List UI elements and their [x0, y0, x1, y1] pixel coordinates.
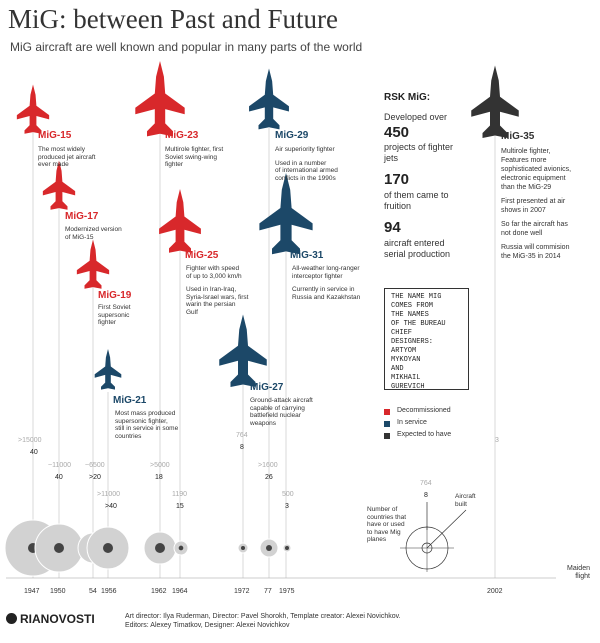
- countries-count-mig-15: 40: [30, 449, 38, 456]
- rsk-developed-label: Developed over: [384, 112, 448, 122]
- production-center-mig-31: [285, 546, 289, 550]
- built-count-mig-29: >1600: [258, 462, 278, 469]
- jet-silhouette-icon-mig-15: [16, 84, 50, 134]
- key-graphic: [400, 502, 467, 572]
- aircraft-name-mig-31: MiG-31: [290, 250, 324, 261]
- countries-count-mig-27: 8: [240, 444, 244, 451]
- jet-silhouette-icon-mig-21: [94, 349, 122, 390]
- production-center-mig-27: [241, 546, 245, 550]
- aircraft-name-mig-25: MiG-25: [185, 250, 219, 261]
- countries-count-mig-17: 40: [55, 474, 63, 481]
- production-center-mig-17: [54, 543, 64, 553]
- aircraft-name-mig-17: MiG-17: [65, 211, 99, 222]
- jet-silhouette-icon-mig-27: [219, 314, 267, 387]
- aircraft-name-mig-23: MiG-23: [165, 130, 199, 141]
- legend-swatch-expected: [384, 433, 390, 439]
- built-count-mig-25: 1190: [172, 491, 188, 498]
- logo-dot-icon: [6, 613, 17, 624]
- page-title: MiG: between Past and Future: [8, 4, 338, 34]
- jet-silhouette-icon-mig-29: [249, 68, 289, 130]
- built-count-mig-19: ~6500: [85, 462, 105, 469]
- year-mig-23: 1962: [151, 588, 167, 595]
- legend-swatch-decommissioned: [384, 409, 390, 415]
- countries-count-mig-21: >40: [105, 503, 117, 510]
- year-mig-25: 1964: [172, 588, 188, 595]
- countries-count-mig-19: >20: [89, 474, 101, 481]
- year-mig-29: 77: [264, 588, 272, 595]
- legend-swatch-in-service: [384, 421, 390, 427]
- year-mig-35: 2002: [487, 588, 503, 595]
- year-mig-15: 1947: [24, 588, 40, 595]
- jet-silhouette-icon-mig-31: [259, 173, 313, 255]
- credits: Art director: Ilya Ruderman, Director: P…: [125, 613, 401, 629]
- built-count-mig-23: >5000: [150, 462, 170, 469]
- year-mig-21: 1956: [101, 588, 117, 595]
- production-bubbles: [4, 519, 292, 577]
- countries-count-mig-31: 3: [285, 503, 289, 510]
- year-mig-17: 1950: [50, 588, 66, 595]
- jet-silhouette-icon-mig-19: [76, 239, 110, 289]
- production-center-mig-21: [103, 543, 113, 553]
- built-count-mig-35: 3: [495, 437, 499, 444]
- built-count-mig-31: 500: [282, 491, 294, 498]
- jet-silhouette-icon-mig-23: [135, 61, 185, 137]
- jet-silhouette-icon-mig-35: [471, 65, 519, 138]
- aircraft-name-mig-27: MiG-27: [250, 382, 284, 393]
- aircraft-name-mig-29: MiG-29: [275, 130, 309, 141]
- built-count-mig-27: 764: [236, 432, 248, 439]
- aircraft-name-mig-35: MiG-35: [501, 131, 535, 142]
- rsk-projects-value: 450: [384, 124, 410, 141]
- key-built-value: 764: [420, 480, 432, 487]
- year-mig-31: 1975: [279, 588, 295, 595]
- legend-label-expected: Expected to have: [397, 431, 452, 438]
- countries-count-mig-23: 18: [155, 474, 163, 481]
- key-countries-value: 8: [424, 492, 428, 499]
- year-mig-27: 1972: [234, 588, 250, 595]
- built-count-mig-21: >11000: [97, 491, 121, 498]
- built-count-mig-17: ~11000: [48, 462, 72, 469]
- production-center-mig-23: [155, 543, 165, 553]
- page-subtitle: MiG aircraft are well known and popular …: [10, 40, 363, 54]
- year-lines: [32, 128, 496, 578]
- ria-novosti-logo: RIANOVOSTI: [6, 612, 95, 626]
- legend-label-in-service: In service: [397, 419, 427, 426]
- production-center-mig-29: [266, 545, 272, 551]
- rsk-serial-value: 94: [384, 219, 401, 236]
- aircraft-name-mig-21: MiG-21: [113, 395, 147, 406]
- countries-count-mig-29: 26: [265, 474, 273, 481]
- rsk-fruition-value: 170: [384, 171, 410, 188]
- year-mig-19: 54: [89, 588, 97, 595]
- countries-count-mig-25: 15: [176, 503, 184, 510]
- jet-silhouette-icon-mig-25: [159, 189, 201, 253]
- aircraft-name-mig-19: MiG-19: [98, 290, 132, 301]
- legend-label-decommissioned: Decommissioned: [397, 407, 451, 414]
- built-count-mig-15: >15000: [18, 437, 42, 444]
- aircraft-name-mig-15: MiG-15: [38, 130, 72, 141]
- rsk-title: RSK MiG:: [384, 92, 431, 103]
- production-center-mig-25: [178, 545, 184, 551]
